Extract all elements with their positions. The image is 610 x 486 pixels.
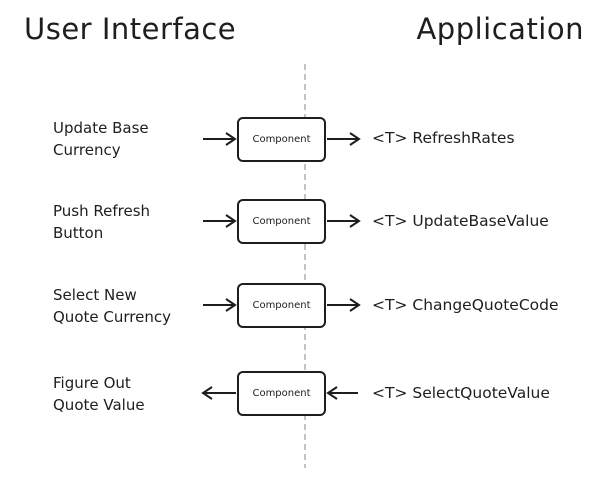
arrow-row-2-out	[327, 214, 361, 228]
arrow-row-3-out	[327, 298, 361, 312]
app-event-label: <T> ChangeQuoteCode	[372, 296, 559, 314]
ui-action-label: Figure Out Quote Value	[53, 374, 145, 414]
app-event-label: <T> UpdateBaseValue	[372, 212, 549, 230]
app-event-label: <T> SelectQuoteValue	[372, 384, 550, 402]
ui-action-label: Update Base Currency	[53, 119, 149, 159]
arrow-row-2-in	[203, 214, 237, 228]
arrow-row-3-in	[203, 298, 237, 312]
app-event-label: <T> RefreshRates	[372, 129, 515, 147]
component-box: Component	[237, 117, 326, 162]
application-heading: Application	[416, 12, 584, 46]
arrow-row-1-in	[203, 132, 237, 146]
component-box: Component	[237, 199, 326, 244]
user-interface-heading: User Interface	[24, 12, 237, 46]
arrow-row-4-out	[201, 386, 236, 400]
component-box: Component	[237, 283, 326, 328]
component-box: Component	[237, 371, 326, 416]
ui-action-label: Push Refresh Button	[53, 202, 151, 242]
arrow-row-1-out	[327, 132, 361, 146]
arrow-row-4-in	[326, 386, 358, 400]
ui-action-label: Select New Quote Currency	[53, 286, 171, 326]
